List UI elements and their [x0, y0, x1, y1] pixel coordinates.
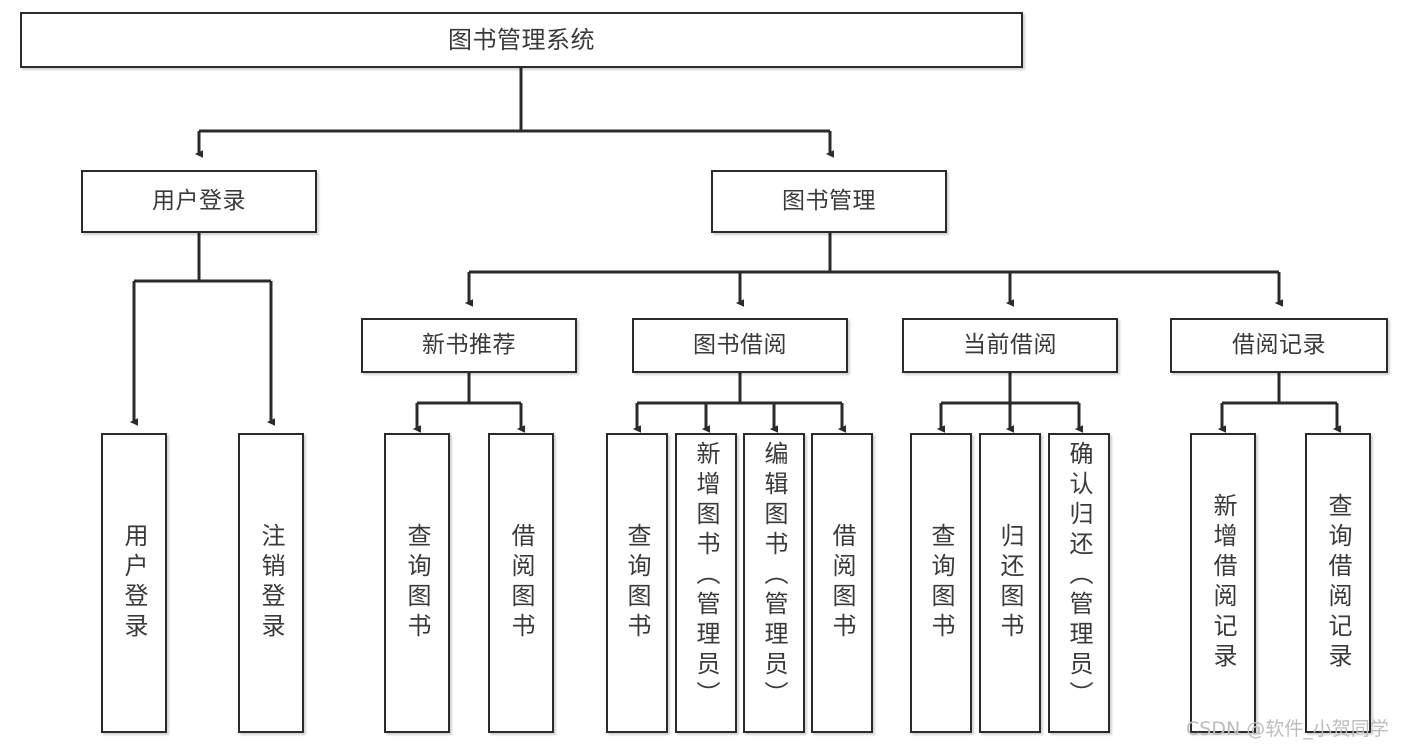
- node-root-system[interactable]: 图书管理系统: [20, 12, 1023, 68]
- node-book-manage[interactable]: 图书管理: [711, 170, 947, 233]
- leaf-confirm-return[interactable]: 确认归还（管理员）: [1048, 433, 1110, 733]
- node-label: 用户登录: [120, 523, 148, 643]
- node-borrow-record[interactable]: 借阅记录: [1170, 318, 1388, 373]
- node-label: 借阅记录: [1232, 331, 1326, 358]
- leaf-return-book[interactable]: 归还图书: [979, 433, 1041, 733]
- node-label: 图书借阅: [693, 331, 787, 358]
- node-label: 当前借阅: [963, 331, 1057, 358]
- leaf-add-book[interactable]: 新增图书（管理员）: [675, 433, 737, 733]
- leaf-edit-book[interactable]: 编辑图书（管理员）: [743, 433, 805, 733]
- csdn-watermark: CSDN @软件_小贺同学: [1186, 718, 1389, 740]
- node-label: 查询图书: [927, 523, 955, 643]
- node-label: 借阅图书: [507, 523, 535, 643]
- node-label: 借阅图书: [828, 523, 856, 643]
- leaf-add-borrow-record[interactable]: 新增借阅记录: [1190, 433, 1256, 733]
- node-user-login[interactable]: 用户登录: [81, 170, 317, 233]
- leaf-borrow-book-borrow[interactable]: 借阅图书: [811, 433, 873, 733]
- leaf-query-book-recommend[interactable]: 查询图书: [384, 433, 450, 733]
- leaf-user-logout[interactable]: 注销登录: [238, 433, 304, 733]
- node-book-borrow[interactable]: 图书借阅: [632, 318, 848, 373]
- node-label: 图书管理系统: [448, 25, 595, 54]
- node-label: 注销登录: [257, 523, 285, 643]
- node-current-borrow[interactable]: 当前借阅: [902, 318, 1118, 373]
- node-label: 新书推荐: [422, 331, 516, 358]
- node-label: 归还图书: [996, 523, 1024, 643]
- node-label: 新增借阅记录: [1209, 493, 1237, 673]
- node-label: 图书管理: [782, 187, 876, 214]
- node-label: 查询借阅记录: [1324, 493, 1352, 673]
- node-label: 编辑图书（管理员）: [760, 441, 788, 711]
- leaf-borrow-book-recommend[interactable]: 借阅图书: [488, 433, 554, 733]
- node-label: 用户登录: [152, 187, 246, 214]
- node-label: 新增图书（管理员）: [692, 441, 720, 711]
- node-label: 查询图书: [623, 523, 651, 643]
- leaf-query-borrow-record[interactable]: 查询借阅记录: [1305, 433, 1371, 733]
- node-new-book-recommend[interactable]: 新书推荐: [361, 318, 577, 373]
- leaf-user-login[interactable]: 用户登录: [101, 433, 167, 733]
- leaf-query-book-current[interactable]: 查询图书: [910, 433, 972, 733]
- node-label: 确认归还（管理员）: [1065, 441, 1093, 711]
- node-label: 查询图书: [403, 523, 431, 643]
- leaf-query-book-borrow[interactable]: 查询图书: [606, 433, 668, 733]
